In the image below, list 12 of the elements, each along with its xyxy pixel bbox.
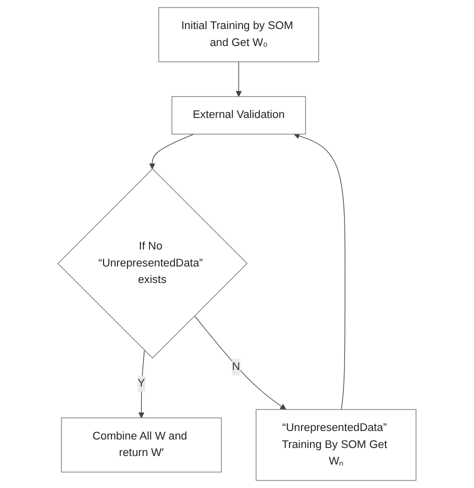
arrow xyxy=(236,61,242,97)
arrow xyxy=(138,350,145,418)
node-box: External Validation xyxy=(172,96,306,134)
node-box: Initial Training by SOM and Get W₀ xyxy=(158,7,320,62)
node-box: “UnrepresentedData” Training By SOM Get Wₙ xyxy=(256,409,416,481)
edge-label: N xyxy=(232,360,240,373)
arrow xyxy=(294,133,346,410)
node-box: Combine All W and return W′ xyxy=(61,418,222,472)
arrow xyxy=(194,315,286,410)
arrow xyxy=(149,134,194,170)
edge-label: Y xyxy=(138,378,146,390)
node-diamond: If No “UnrepresentedData” exists xyxy=(57,168,248,359)
